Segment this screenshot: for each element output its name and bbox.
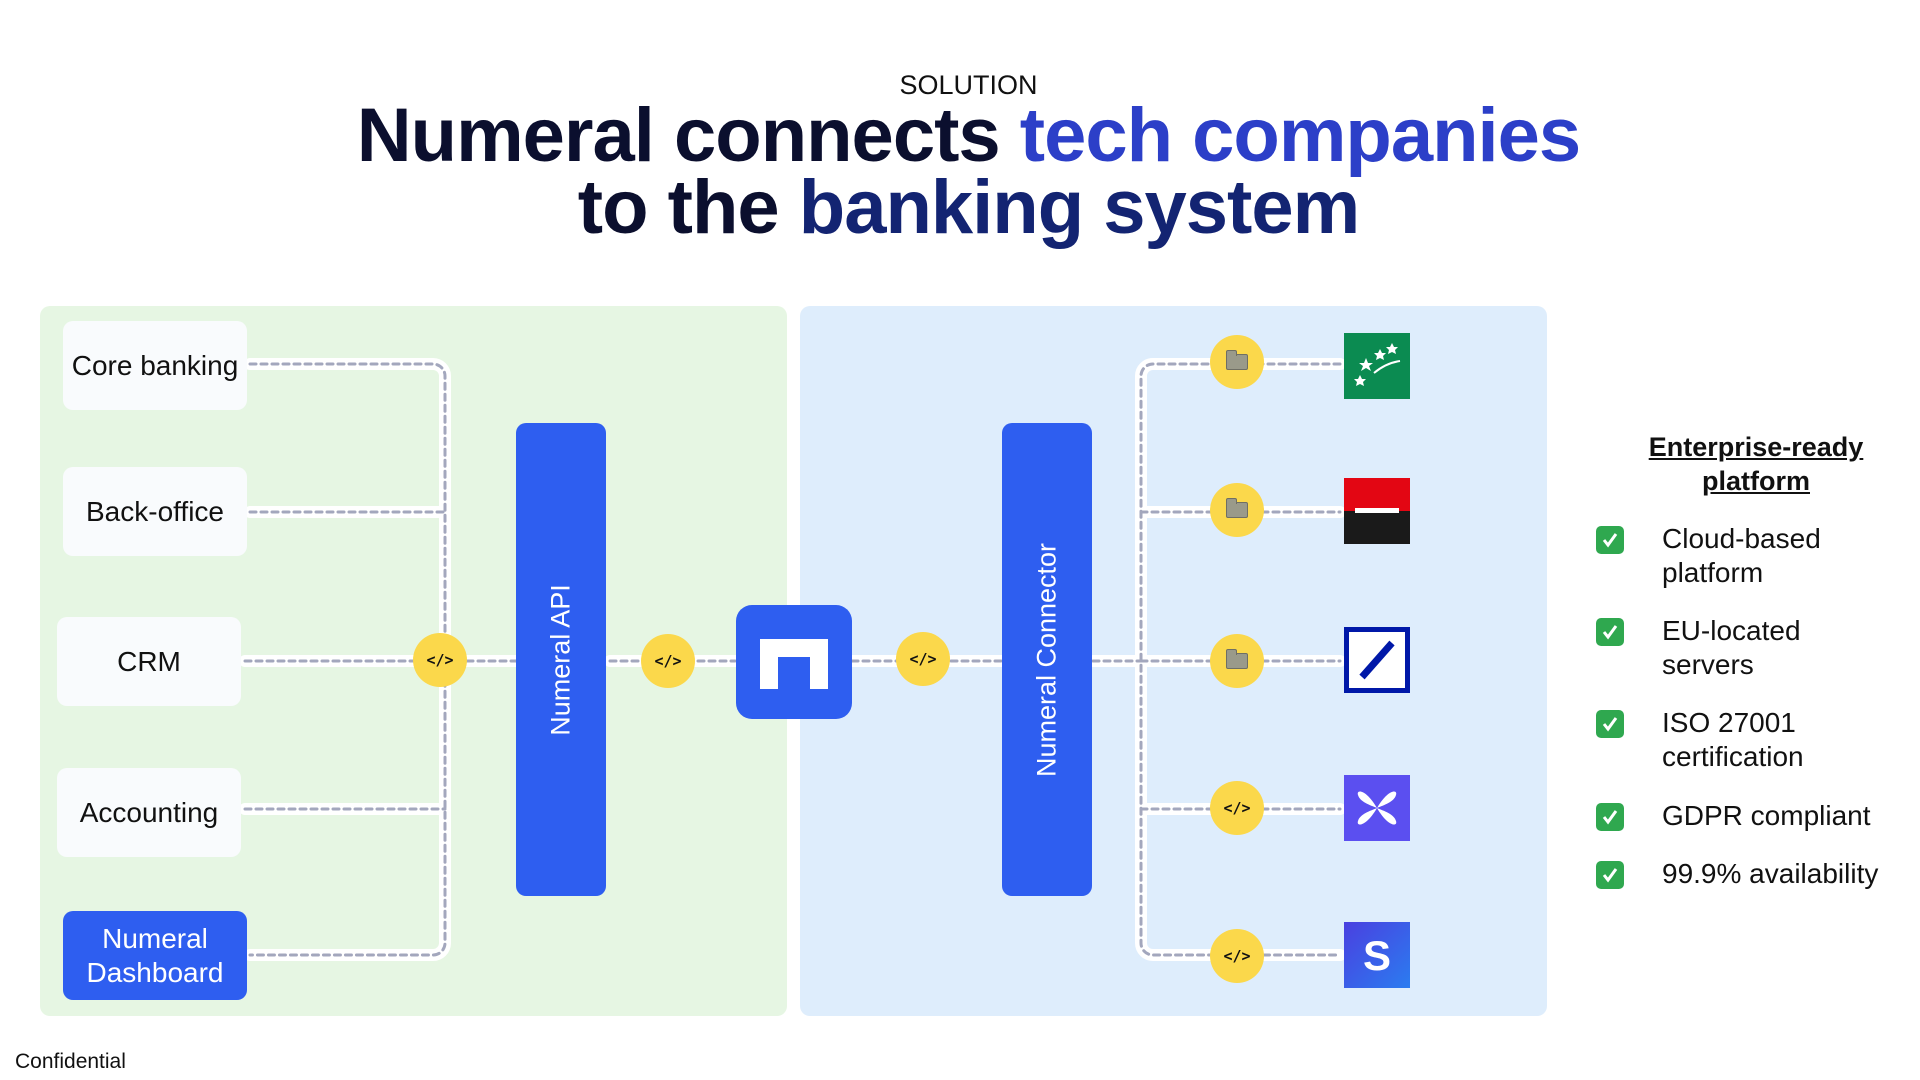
feature-text: Cloud-based platform [1662,523,1821,588]
numeral-connector-bar: Numeral Connector [1002,423,1092,896]
feature-item: EU-located servers [1596,614,1842,682]
sidebar-title: Enterprise-ready platform [1648,432,1864,496]
societe-generale-logo [1344,478,1410,544]
file-badge-2 [1210,483,1264,537]
feature-text: ISO 27001 certification [1662,707,1804,772]
check-icon [1596,861,1624,889]
check-icon [1596,710,1624,738]
page-title: Numeral connects tech companies to the b… [0,98,1920,246]
title-part-2: tech companies [1019,93,1581,178]
api-badge-bank-5: </> [1210,929,1264,983]
butterfly-logo [1344,775,1410,841]
title-part-3: to the [577,165,799,250]
deutsche-bank-logo [1343,626,1411,694]
numeral-api-label: Numeral API [545,583,576,736]
numeral-connector-label: Numeral Connector [1031,542,1062,777]
file-badge-1 [1210,335,1264,389]
file-badge-3 [1210,634,1264,688]
feature-text: GDPR compliant [1662,800,1871,831]
system-crm: CRM [57,617,241,706]
title-part-4: banking system [798,165,1360,250]
api-badge-bank-4: </> [1210,781,1264,835]
feature-text: 99.9% availability [1662,858,1879,889]
feature-item: 99.9% availability [1596,857,1920,891]
title-part-1: Numeral connects [356,93,1020,178]
system-accounting: Accounting [57,768,241,857]
numeral-n-icon [760,639,828,689]
bnp-paribas-logo [1344,333,1410,399]
numeral-logo-hub [736,605,852,719]
feature-item: ISO 27001 certification [1596,706,1862,774]
feature-text: EU-located servers [1662,615,1801,680]
system-core-banking: Core banking [63,321,247,410]
check-icon [1596,803,1624,831]
check-icon [1596,618,1624,646]
folder-icon [1226,498,1248,518]
feature-item: Cloud-based platform [1596,522,1882,590]
api-badge-left: </> [413,633,467,687]
svg-text:S: S [1363,932,1391,979]
system-back-office: Back-office [63,467,247,556]
folder-icon [1226,350,1248,370]
numeral-api-bar: Numeral API [516,423,606,896]
section-eyebrow: SOLUTION [899,70,1038,100]
check-icon [1596,526,1624,554]
confidential-footer: Confidential [15,1050,126,1073]
folder-icon [1226,649,1248,669]
api-badge-middle: </> [641,634,695,688]
feature-item: GDPR compliant [1596,799,1920,833]
system-numeral-dashboard: Numeral Dashboard [63,911,247,1000]
api-badge-right: </> [896,632,950,686]
s-logo: S [1344,922,1410,988]
